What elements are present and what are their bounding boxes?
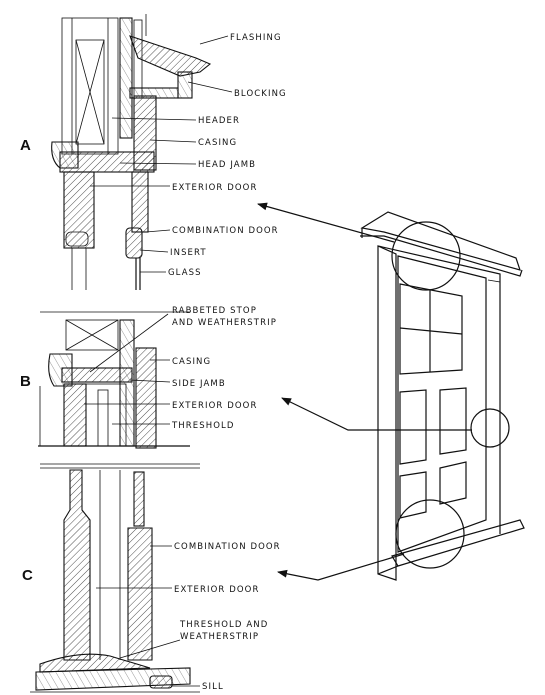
casing-b [135, 347, 157, 449]
door-cornice [360, 211, 521, 271]
label-side-jamb: SIDE JAMB [172, 379, 226, 389]
detail-circle-a [391, 221, 461, 291]
wall-stud-b [65, 319, 119, 351]
exterior-door-c [63, 469, 91, 661]
label-exterior-door-b: EXTERIOR DOOR [172, 401, 257, 411]
section-label-c: C [22, 567, 33, 584]
section-a-detail [51, 14, 212, 290]
panel-upper-right [439, 387, 467, 455]
section-label-a: A [20, 137, 31, 154]
leaders-a [90, 35, 233, 273]
arrow-to-c [277, 553, 405, 581]
label-insert: INSERT [170, 248, 207, 258]
label-combination-door-a: COMBINATION DOOR [172, 226, 279, 236]
label-exterior-door-a: EXTERIOR DOOR [172, 183, 257, 193]
door-slab [397, 255, 487, 553]
leaders-b [84, 313, 171, 425]
section-label-b: B [20, 373, 31, 390]
interior-trim-a [51, 141, 79, 169]
blocking-piece [177, 71, 193, 99]
panel-upper-left [399, 389, 427, 465]
door-sill [391, 519, 525, 567]
detail-circle-b [470, 408, 510, 448]
label-header: HEADER [198, 116, 240, 126]
label-combination-door-c: COMBINATION DOOR [174, 542, 281, 552]
panel-lower-right [439, 461, 467, 505]
combination-door-glass-c [133, 471, 145, 527]
label-rabbeted-stop-line1: RABBETED STOP [172, 306, 257, 316]
header-block [75, 39, 105, 145]
leaders-c [96, 545, 200, 687]
label-head-jamb: HEAD JAMB [198, 160, 256, 170]
threshold-c [39, 653, 151, 673]
left-casing [377, 245, 397, 581]
door-elevation [360, 211, 525, 581]
insert-a [125, 227, 143, 259]
label-flashing: FLASHING [230, 33, 282, 43]
label-threshold-weatherstrip-line1: THRESHOLD AND [179, 620, 268, 630]
label-glass: GLASS [168, 268, 202, 278]
connector-arrows [257, 202, 472, 581]
combination-door-a [131, 171, 149, 233]
combination-door-c [127, 527, 153, 661]
label-exterior-door-c: EXTERIOR DOOR [174, 585, 259, 595]
wall-stud-a [61, 17, 119, 155]
side-jamb [61, 367, 133, 383]
label-rabbeted-stop-line2: AND WEATHERSTRIP [172, 318, 277, 328]
label-casing-b: CASING [172, 357, 211, 367]
arrow-to-a [257, 202, 395, 243]
label-casing-a: CASING [198, 138, 237, 148]
panel-lower-left [399, 471, 427, 519]
section-b-detail [38, 311, 190, 449]
detail-circle-c [395, 499, 465, 569]
arrow-to-b [281, 397, 472, 431]
label-blocking: BLOCKING [234, 89, 287, 99]
flashing-cap [129, 35, 212, 77]
glass-lites [399, 283, 463, 375]
exterior-door-a [63, 171, 95, 249]
section-c-detail [30, 463, 200, 693]
exterior-door-b [63, 383, 87, 447]
label-threshold-weatherstrip-line2: WEATHERSTRIP [180, 632, 259, 642]
label-sill: SILL [202, 682, 224, 692]
sheathing-a [119, 17, 133, 139]
label-threshold-b: THRESHOLD [171, 421, 235, 431]
sheathing-b [119, 319, 135, 447]
